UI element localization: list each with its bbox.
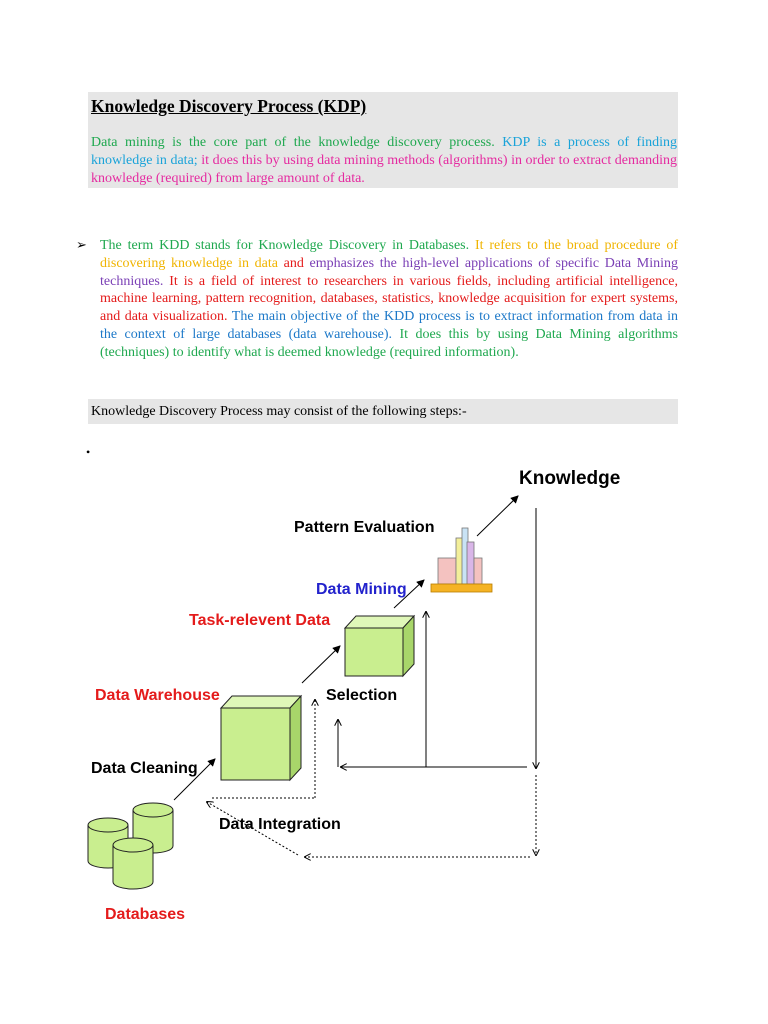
task-relevant-data-label: Task-relevent Data	[189, 612, 330, 629]
intro-paragraph: Data mining is the core part of the know…	[91, 134, 677, 188]
bullet-segment: The term KDD stands for Knowledge Discov…	[100, 238, 475, 253]
pattern-evaluation-label: Pattern Evaluation	[294, 519, 434, 536]
arrow-bullet-icon: ➢	[76, 237, 87, 253]
data-warehouse-cube-icon	[221, 696, 301, 780]
warehouse-arrow	[302, 646, 340, 683]
steps-intro: Knowledge Discovery Process may consist …	[91, 404, 467, 420]
page-title: Knowledge Discovery Process (KDP)	[91, 96, 366, 117]
kdd-bullet-text: The term KDD stands for Knowledge Discov…	[100, 237, 678, 362]
kdd-bullet: ➢ The term KDD stands for Knowledge Disc…	[76, 237, 678, 362]
bullet-segment: and	[284, 256, 310, 271]
data-cleaning-label: Data Cleaning	[91, 760, 198, 777]
data-mining-label: Data Mining	[316, 581, 407, 598]
knowledge-arrow	[477, 496, 518, 536]
databases-label: Databases	[105, 906, 185, 923]
data-warehouse-label: Data Warehouse	[95, 687, 220, 704]
data-integration-label: Data Integration	[219, 816, 341, 833]
pattern-chart-icon	[431, 528, 492, 592]
task-relevant-cube-icon	[345, 616, 414, 676]
intro-segment: Data mining is the core part of the know…	[91, 135, 502, 150]
knowledge-label: Knowledge	[519, 468, 620, 489]
databases-icon	[88, 803, 173, 889]
selection-label: Selection	[326, 687, 397, 704]
kdp-diagram: Knowledge Pattern Evaluation Data Mining…	[0, 440, 768, 940]
